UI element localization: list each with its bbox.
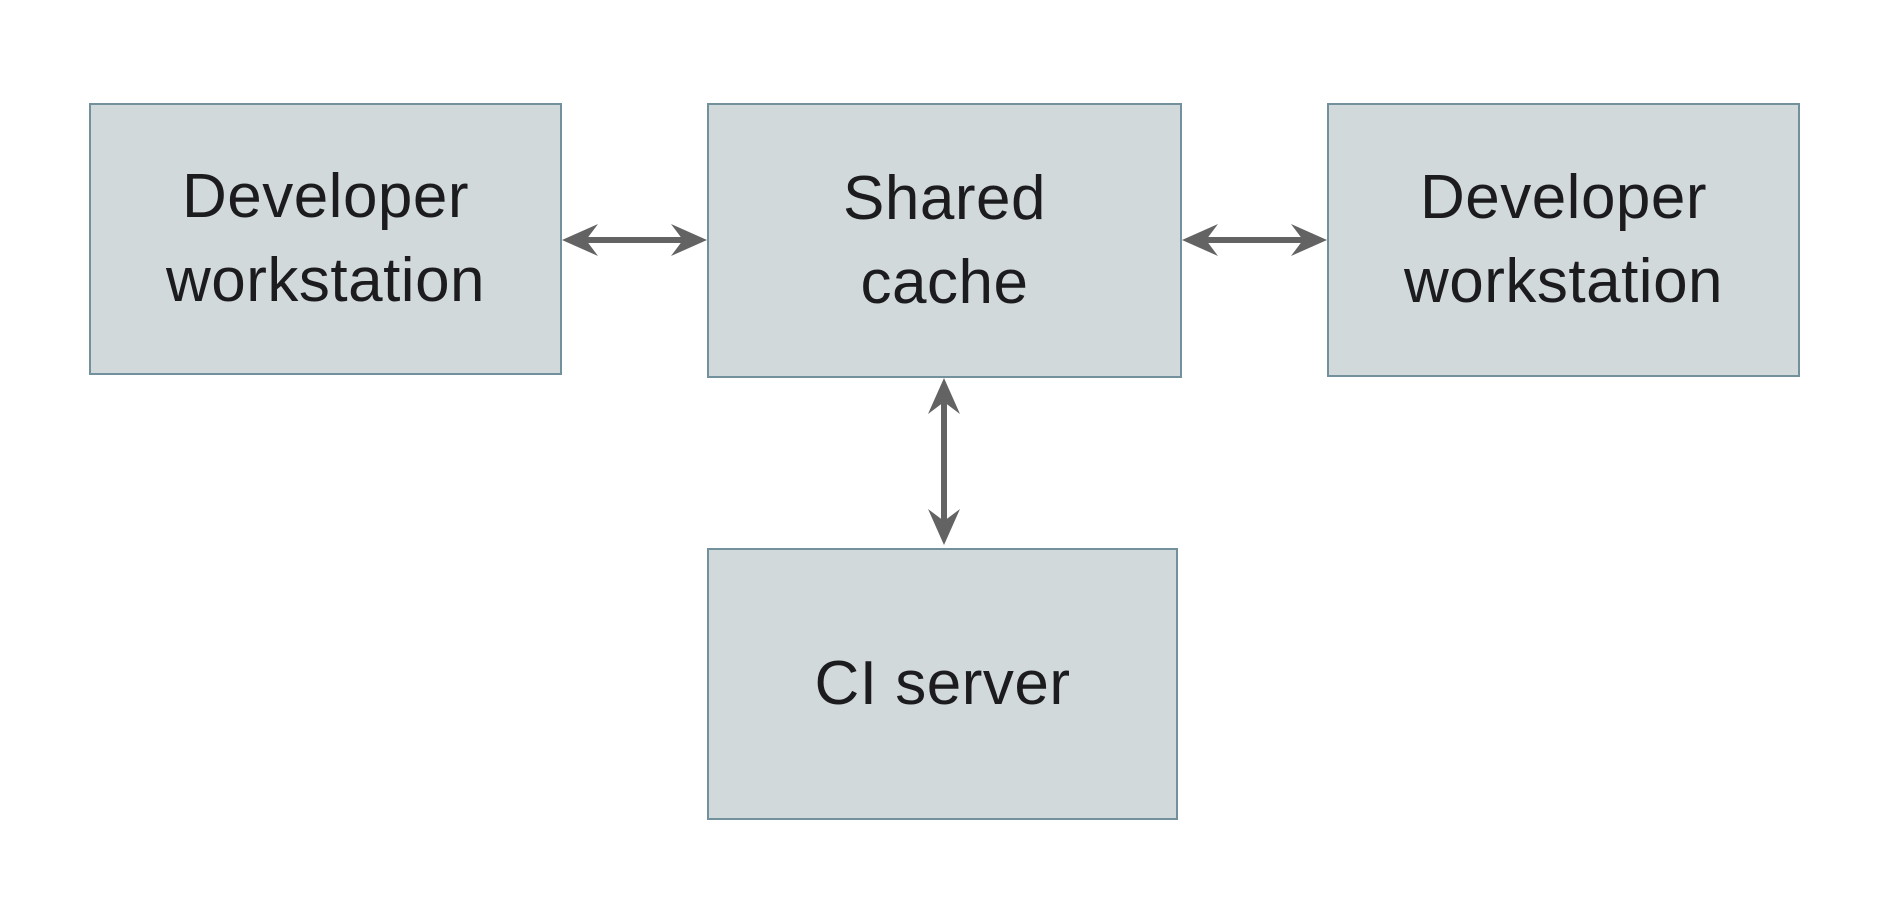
node-shared-cache: Shared cache (707, 103, 1182, 378)
node-developer-workstation-left: Developer workstation (89, 103, 562, 375)
bidirectional-arrow-left-cache (562, 224, 707, 256)
node-label-line: cache (860, 247, 1029, 317)
node-label-line: Developer (1419, 163, 1708, 232)
node-ci-server: CI server (707, 548, 1178, 820)
node-label-line: workstation (1403, 247, 1724, 316)
node-developer-workstation-right: Developer workstation (1327, 103, 1800, 377)
node-label-line: workstation (165, 246, 486, 315)
bidirectional-arrow-cache-right (1182, 224, 1327, 256)
node-label-line: Shared (843, 163, 1046, 233)
bidirectional-arrow-cache-ci (928, 378, 960, 545)
node-label-line: CI server (814, 649, 1071, 718)
node-label-line: Developer (181, 162, 470, 231)
